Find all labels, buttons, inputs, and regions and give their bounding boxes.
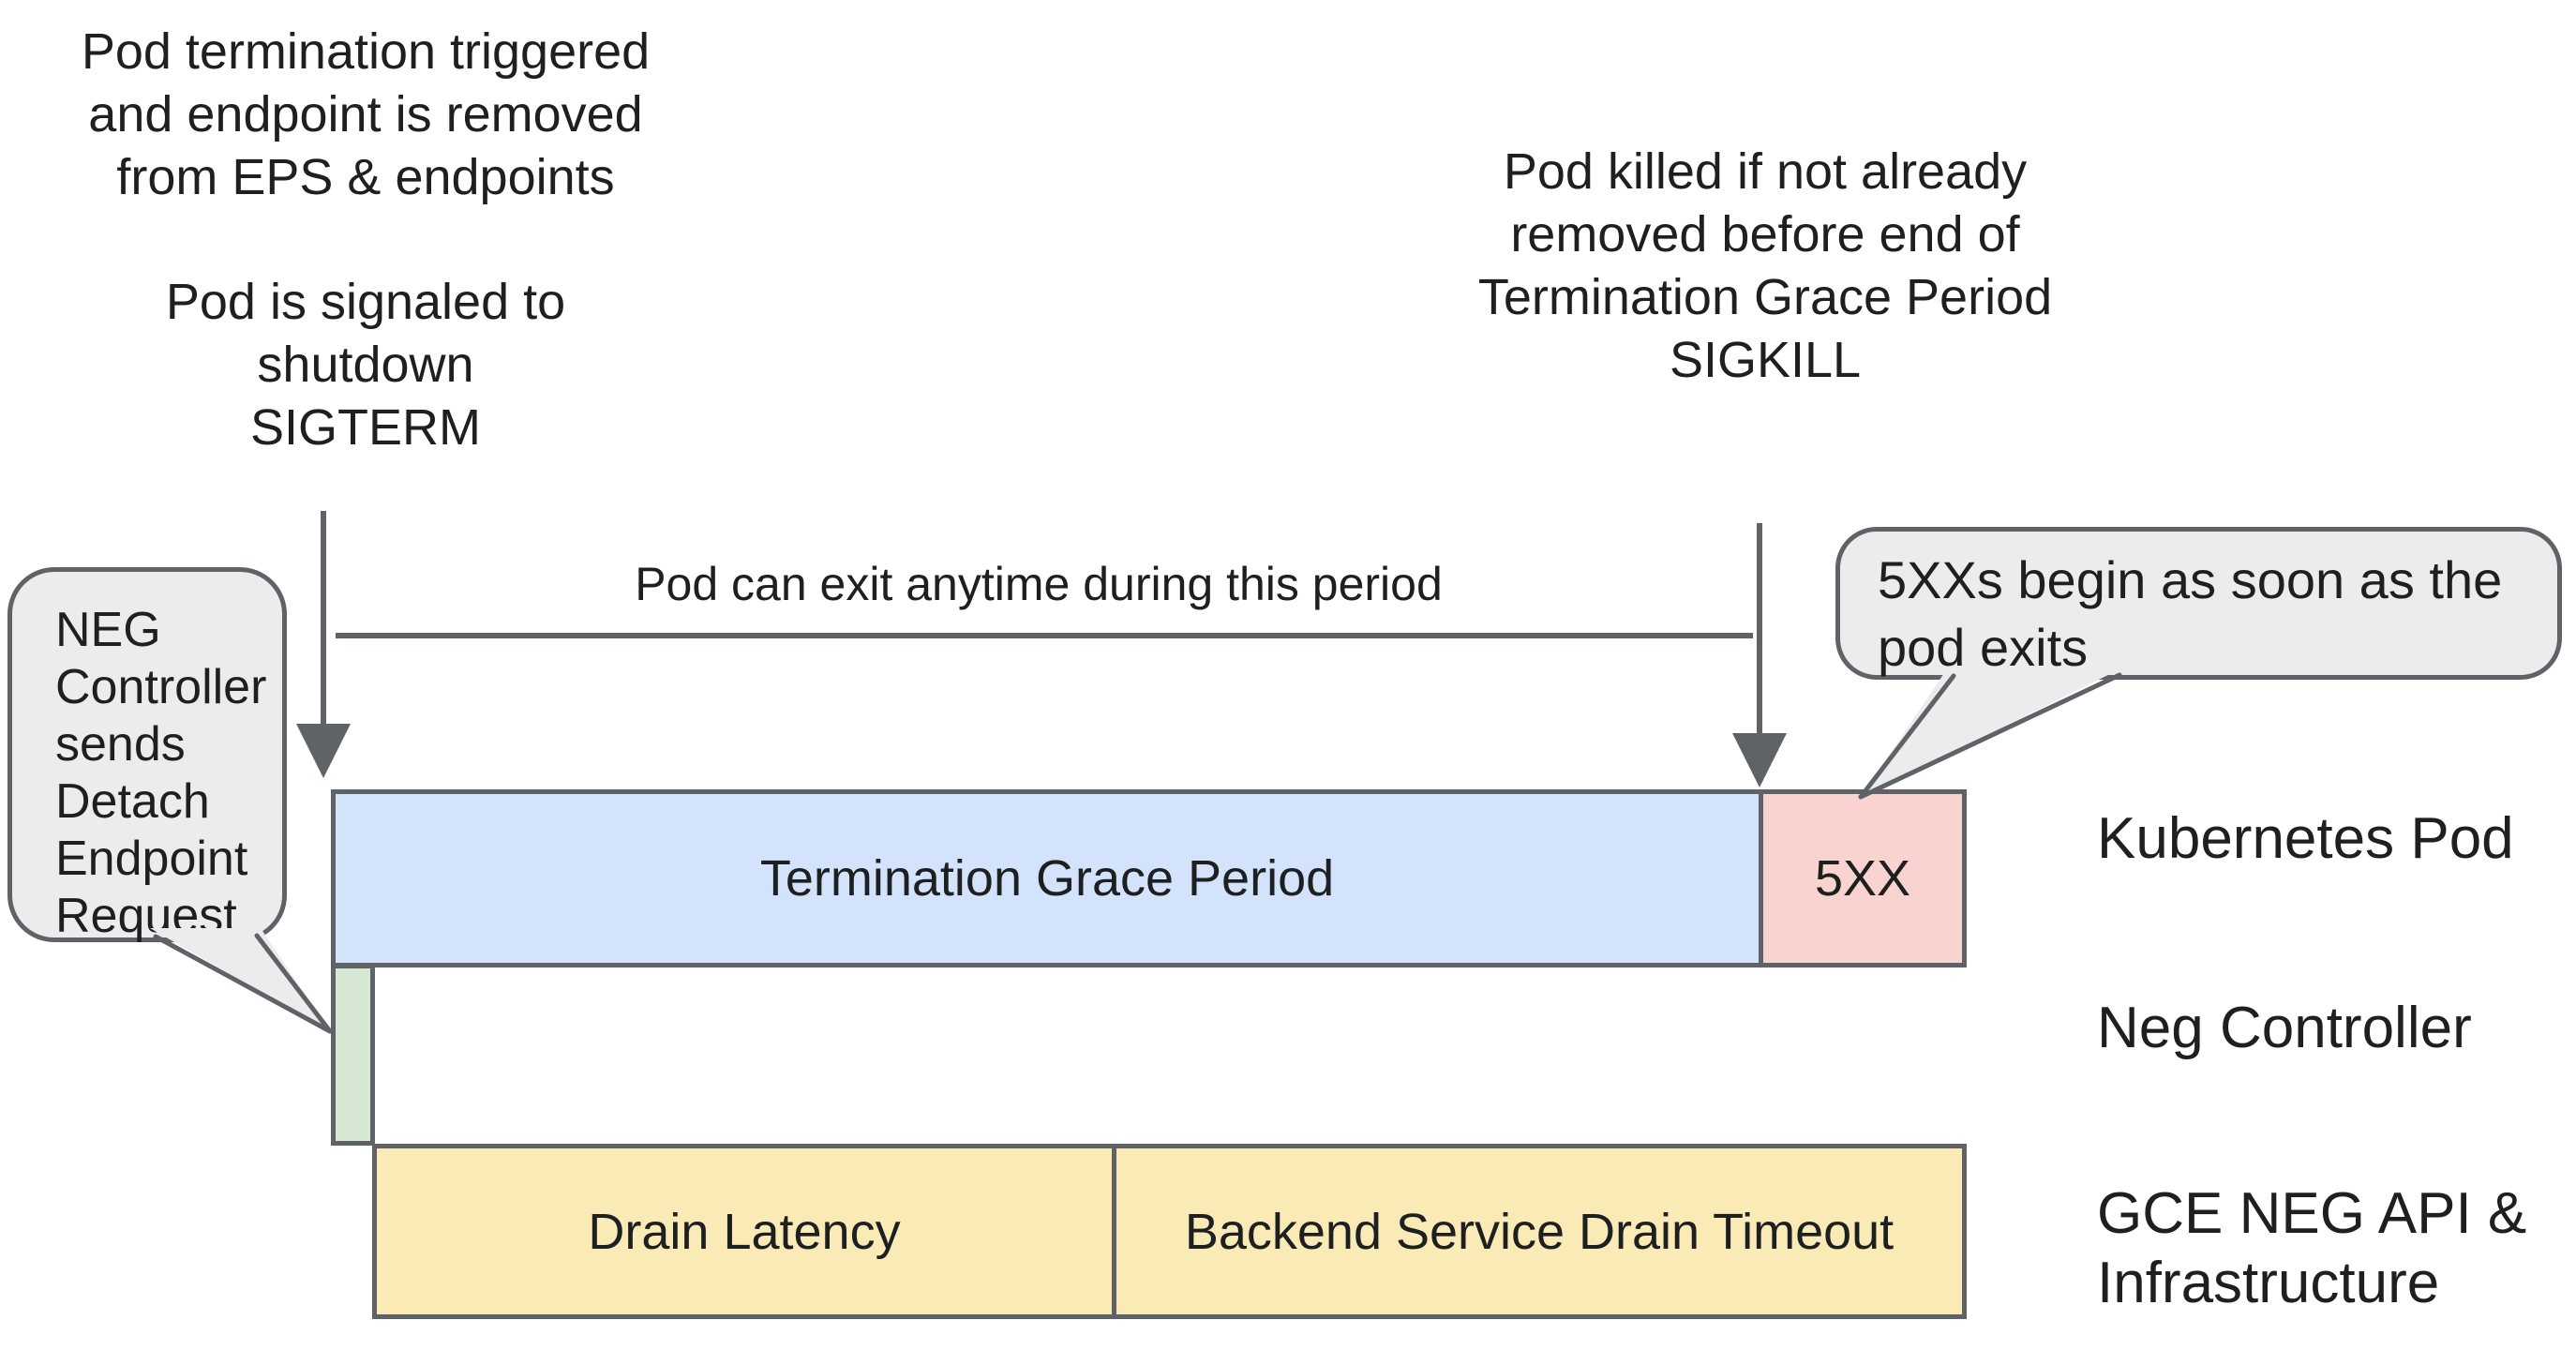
neg-detach-bar: [331, 964, 375, 1146]
note-line: SIGTERM: [249, 399, 481, 456]
neg-controller-callout: NEG Controller sends Detach Endpoint Req…: [7, 567, 287, 943]
callout-line: pod exits: [1878, 618, 2089, 677]
callout-line: sends: [55, 717, 186, 772]
5xx-callout: 5XXs begin as soon as the pod exits: [1835, 527, 2562, 680]
5xx-label: 5XX: [1814, 850, 1911, 907]
termination-trigger-note: Pod termination triggered and endpoint i…: [66, 21, 666, 459]
sigkill-arrow: [1732, 523, 1787, 788]
note-line: Pod killed if not already: [1503, 143, 2028, 200]
note-line: Pod is signaled to shutdown: [165, 274, 566, 393]
5xx-bar: 5XX: [1759, 789, 1967, 968]
callout-line: NEG: [55, 603, 161, 657]
exit-period-label: Pod can exit anytime during this period: [635, 558, 1443, 610]
drain-latency-bar: Drain Latency: [377, 1148, 1116, 1314]
drain-latency-label: Drain Latency: [588, 1203, 901, 1260]
row-label-neg-controller: Neg Controller: [2097, 996, 2472, 1060]
termination-grace-period-bar: Termination Grace Period: [331, 789, 1763, 968]
row-label-gce-neg-api: GCE NEG API & Infrastructure: [2097, 1179, 2526, 1318]
callout-line: Controller: [55, 660, 267, 714]
note-line: from EPS & endpoints: [116, 149, 615, 205]
5xx-callout-tail: [1858, 668, 2123, 800]
backend-drain-timeout-bar: Backend Service Drain Timeout: [1116, 1148, 1962, 1314]
sigkill-note: Pod killed if not already removed before…: [1456, 141, 2074, 392]
termination-grace-period-label: Termination Grace Period: [759, 850, 1335, 907]
note-line: and endpoint is removed: [88, 86, 643, 142]
row-label-kubernetes-pod: Kubernetes Pod: [2097, 806, 2514, 871]
note-line: Pod termination triggered: [81, 23, 651, 80]
callout-line: Request: [55, 889, 237, 943]
sigterm-arrow: [296, 511, 351, 778]
callout-line: Detach: [55, 774, 210, 829]
note-line: Termination Grace Period: [1477, 269, 2053, 325]
callout-line: Endpoint: [55, 832, 248, 886]
note-spacer: [66, 209, 666, 271]
note-line: SIGKILL: [1669, 332, 1862, 388]
note-line: removed before end of: [1510, 206, 2020, 262]
row-label-line: Infrastructure: [2097, 1251, 2440, 1315]
row-label-line: GCE NEG API &: [2097, 1181, 2527, 1246]
callout-line: 5XXs begin as soon as the: [1878, 550, 2503, 609]
gce-drain-bar-group: Drain Latency Backend Service Drain Time…: [372, 1144, 1967, 1319]
backend-drain-timeout-label: Backend Service Drain Timeout: [1184, 1203, 1895, 1260]
